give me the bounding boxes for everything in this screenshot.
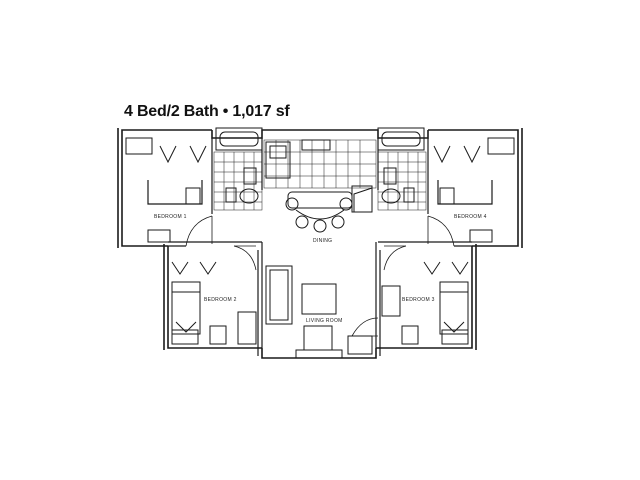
bedroom-2-furniture — [171, 261, 257, 345]
room-label-bedroom-3: BEDROOM 3 — [402, 297, 435, 303]
room-label-dining: DINING — [313, 238, 332, 244]
exterior-walls — [117, 128, 523, 359]
room-label-bedroom-1: BEDROOM 1 — [154, 214, 187, 220]
bedroom-4-furniture — [433, 145, 481, 205]
dining-set — [285, 191, 353, 233]
windows — [125, 137, 515, 359]
room-label-bedroom-2: BEDROOM 2 — [204, 297, 237, 303]
tile-grid — [213, 139, 427, 211]
room-label-living: LIVING ROOM — [306, 318, 343, 324]
living-furniture — [265, 265, 373, 355]
door-swings — [185, 215, 455, 337]
plan-title: 4 Bed/2 Bath • 1,017 sf — [124, 103, 290, 120]
room-label-bedroom-4: BEDROOM 4 — [454, 214, 487, 220]
bedroom-1-furniture — [159, 145, 207, 205]
bedroom-3-furniture — [381, 261, 469, 345]
